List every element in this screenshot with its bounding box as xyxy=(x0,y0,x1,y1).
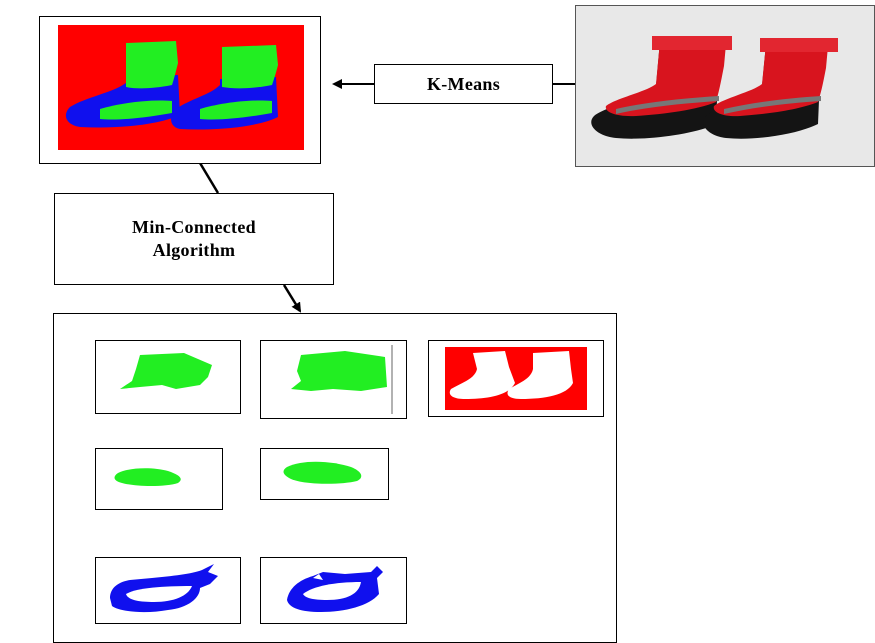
min-connected-label-line2: Algorithm xyxy=(152,240,236,260)
blue-component-1-icon xyxy=(110,564,218,613)
red-background-component-icon xyxy=(445,347,587,410)
kmeans-label: K-Means xyxy=(426,73,501,94)
minconnected-to-results-arrow xyxy=(282,284,302,313)
component-thumb-3 xyxy=(428,340,604,417)
component-thumb-2 xyxy=(260,340,407,419)
sock-photo-icon xyxy=(576,6,874,166)
green-component-2-icon xyxy=(291,345,393,414)
component-thumb-5 xyxy=(260,448,389,500)
cluster-to-minconnected-line xyxy=(198,162,220,194)
green-component-1-icon xyxy=(120,353,212,389)
min-connected-label-line1: Min-Connected xyxy=(132,217,256,237)
component-thumb-4 xyxy=(95,448,223,510)
green-component-3-icon xyxy=(114,468,181,486)
clustered-image-frame xyxy=(39,16,321,164)
kmeans-box: K-Means xyxy=(374,64,553,104)
component-thumb-1 xyxy=(95,340,241,414)
blue-component-2-icon xyxy=(287,566,383,612)
green-component-4-icon xyxy=(283,461,362,484)
min-connected-box: Min-Connected Algorithm xyxy=(54,193,334,285)
input-photo xyxy=(575,5,875,167)
component-thumb-6 xyxy=(95,557,241,624)
component-thumb-7 xyxy=(260,557,407,624)
kmeans-segmented-socks-icon xyxy=(58,25,304,150)
